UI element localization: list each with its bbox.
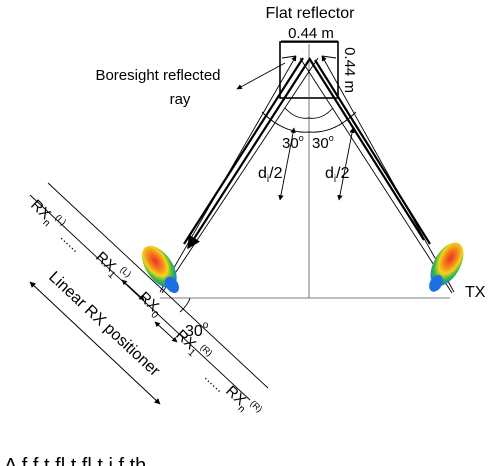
rx-n-left-label: RXn(L) bbox=[25, 194, 68, 236]
boresight-label-line2: ray bbox=[170, 91, 191, 108]
incident-rays bbox=[159, 55, 455, 294]
rx-1-left-label: RX1(L) bbox=[90, 246, 133, 288]
reflector-title: Flat reflector bbox=[266, 5, 356, 22]
distance-arrow-right bbox=[337, 127, 355, 201]
reflector-height-label: 0.44 m bbox=[341, 47, 358, 93]
bottom-angle-arc bbox=[179, 297, 191, 313]
reflector-width-label: 0.44 m bbox=[288, 25, 334, 42]
angle-arc-left bbox=[284, 107, 310, 119]
boresight-label-line1: Boresight reflected bbox=[95, 67, 220, 84]
positioner-rail-lower bbox=[47, 182, 269, 389]
positioner-label: Linear RX positioner bbox=[45, 268, 163, 380]
step-arrow-left bbox=[121, 279, 145, 301]
boresight-pointer-arrow bbox=[236, 62, 286, 90]
rx-n-right-label: RXn(R) bbox=[220, 380, 264, 423]
bottom-angle-label: 30o bbox=[185, 320, 209, 340]
tx-beam-pattern bbox=[429, 242, 464, 292]
rx-0-label: RX0 bbox=[133, 288, 166, 321]
boresight-rays bbox=[183, 57, 431, 250]
caption-partial: A f f t fl t fl t i f th bbox=[4, 455, 146, 466]
angle-arc-right-outer bbox=[308, 111, 357, 133]
angle-label-right: 30o bbox=[312, 133, 334, 152]
distance-label-right: di/2 bbox=[325, 165, 350, 185]
step-arrow-right bbox=[154, 321, 178, 343]
distance-arrow-left bbox=[278, 127, 296, 201]
distance-label-left: di/2 bbox=[258, 165, 283, 185]
tx-label: TX bbox=[465, 284, 486, 301]
dots-right: ...... bbox=[202, 369, 228, 395]
angle-arc-right bbox=[308, 107, 334, 119]
dots-left: ...... bbox=[58, 229, 84, 255]
positioner-arrow bbox=[29, 281, 161, 405]
rx-beam-pattern bbox=[141, 245, 180, 293]
